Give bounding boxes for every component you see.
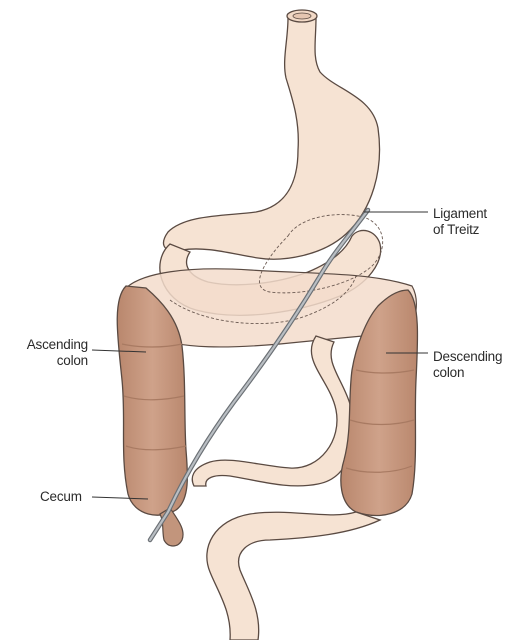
- label-line: Cecum: [40, 489, 82, 505]
- label-line: Descending: [433, 349, 502, 365]
- label-ligament-of-treitz: Ligament of Treitz: [433, 206, 487, 238]
- sigmoid-colon: [207, 512, 380, 640]
- label-line: Ligament: [433, 206, 487, 222]
- small-intestine: [192, 336, 354, 486]
- label-line: colon: [24, 353, 88, 369]
- appendix: [160, 508, 183, 546]
- esophagus: [164, 18, 380, 259]
- label-cecum: Cecum: [40, 489, 82, 505]
- label-descending-colon: Descending colon: [433, 349, 502, 381]
- label-line: colon: [433, 365, 502, 381]
- label-ascending-colon: Ascending colon: [24, 337, 88, 369]
- label-line: Ascending: [24, 337, 88, 353]
- label-line: of Treitz: [433, 222, 487, 238]
